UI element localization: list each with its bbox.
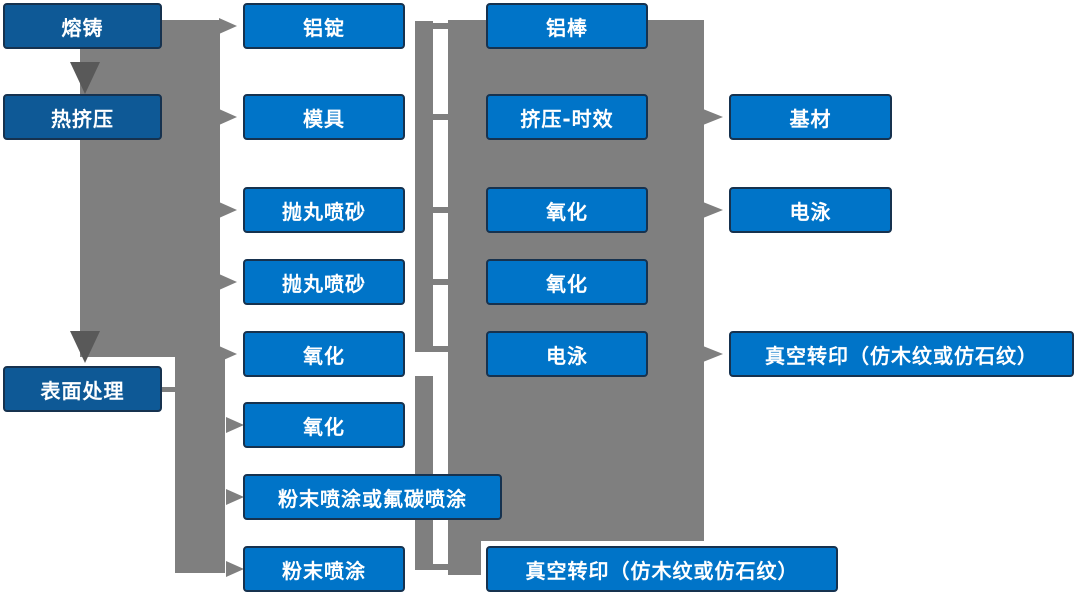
node-oxidation-s2-1: 氧化 [243,331,405,377]
node-hot-extrusion: 热挤压 [3,94,162,140]
connector-stub-surface-treatment [160,387,178,392]
connector-stub [430,23,449,29]
connector-stub [430,207,449,213]
node-oxidation-s2-2: 氧化 [243,402,405,448]
arrow-right-icon [703,346,723,362]
flow-panel-tongue [448,541,481,575]
node-shot-blast-sandblast-2: 抛丸喷砂 [243,259,405,305]
node-mold: 模具 [243,94,405,140]
node-substrate: 基材 [729,94,892,140]
arrow-right-icon [219,109,237,125]
node-electrophoresis-s3: 电泳 [486,331,648,377]
arrow-right-icon [219,346,237,362]
node-extrusion-aging: 挤压-时效 [486,94,648,140]
arrow-right-icon [219,274,237,290]
connector-stub [430,279,449,285]
arrow-right-icon [226,417,244,433]
flow-band-left [80,20,220,357]
node-powder-coating: 粉末喷涂 [243,546,405,592]
node-oxidation-s3-2: 氧化 [486,259,648,305]
arrow-right-icon [219,202,237,218]
node-oxidation-s3-1: 氧化 [486,187,648,233]
node-shot-blast-sandblast-1: 抛丸喷砂 [243,187,405,233]
arrow-right-icon [703,202,723,218]
flow-bracket-mid-top [415,21,433,352]
flow-bracket-mid-bottom [415,376,433,570]
arrow-right-icon [703,109,723,125]
arrow-right-icon [219,18,237,34]
node-vacuum-transfer-s4: 真空转印（仿木纹或仿石纹） [729,331,1074,377]
node-aluminum-rod: 铝棒 [486,3,648,49]
node-surface-treatment: 表面处理 [3,366,162,412]
connector-stub [430,114,449,120]
arrow-down-icon [70,331,100,363]
arrow-down-icon [70,62,100,94]
arrow-right-icon [226,489,244,505]
node-powder-or-fluorocarbon-coating: 粉末喷涂或氟碳喷涂 [243,474,502,520]
node-melting-casting: 熔铸 [3,3,162,49]
connector-stub [430,346,449,352]
node-electrophoresis-s4: 电泳 [729,187,892,233]
node-aluminum-ingot: 铝锭 [243,3,405,49]
node-vacuum-transfer-s3: 真空转印（仿木纹或仿石纹） [486,546,838,592]
arrow-right-icon [226,561,244,577]
flow-band-lower-left [175,353,225,573]
connector-stub [430,564,449,570]
